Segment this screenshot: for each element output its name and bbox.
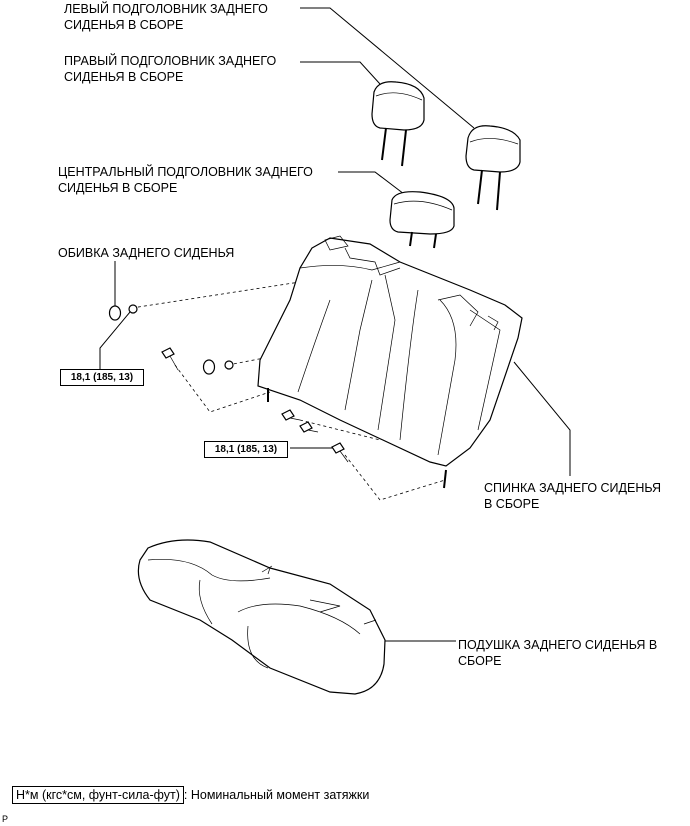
center-headrest-label-line2: СИДЕНЬЯ В СБОРЕ — [58, 181, 178, 195]
rear-seat-cushion — [137, 539, 386, 695]
rear-seatback — [257, 235, 523, 489]
left-headrest-label-line2: СИДЕНЬЯ В СБОРЕ — [64, 18, 184, 32]
torque-legend-description: : Номинальный момент затяжки — [183, 788, 370, 802]
torque-legend: Н*м (кгс*см, фунт-сила-фут): Номинальный… — [12, 786, 369, 804]
seatback-label-line1: СПИНКА ЗАДНЕГО СИДЕНЬЯ — [484, 481, 662, 495]
center-headrest-label-line1: ЦЕНТРАЛЬНЫЙ ПОДГОЛОВНИК ЗАДНЕГО — [58, 165, 313, 179]
seatback-label-line2: В СБОРЕ — [484, 497, 540, 511]
torque-spec-1: 18,1 (185, 13) — [60, 369, 144, 386]
center-headrest — [389, 191, 455, 249]
leader-lines — [99, 7, 571, 642]
cushion-label-line1: ПОДУШКА ЗАДНЕГО СИДЕНЬЯ В — [458, 638, 658, 652]
torque-spec-2: 18,1 (185, 13) — [204, 441, 288, 458]
cushion-label-line2: СБОРЕ — [458, 654, 502, 668]
seat-cover-label: ОБИВКА ЗАДНЕГО СИДЕНЬЯ — [58, 246, 235, 260]
left-headrest-label-line1: ЛЕВЫЙ ПОДГОЛОВНИК ЗАДНЕГО — [64, 2, 268, 16]
right-headrest — [371, 81, 425, 167]
corner-mark: P — [2, 814, 9, 824]
left-headrest — [465, 125, 521, 211]
fasteners — [108, 304, 349, 463]
right-headrest-label-line2: СИДЕНЬЯ В СБОРЕ — [64, 70, 184, 84]
torque-unit-box: Н*м (кгс*см, фунт-сила-фут) — [12, 786, 184, 804]
right-headrest-label-line1: ПРАВЫЙ ПОДГОЛОВНИК ЗАДНЕГО — [64, 54, 277, 68]
